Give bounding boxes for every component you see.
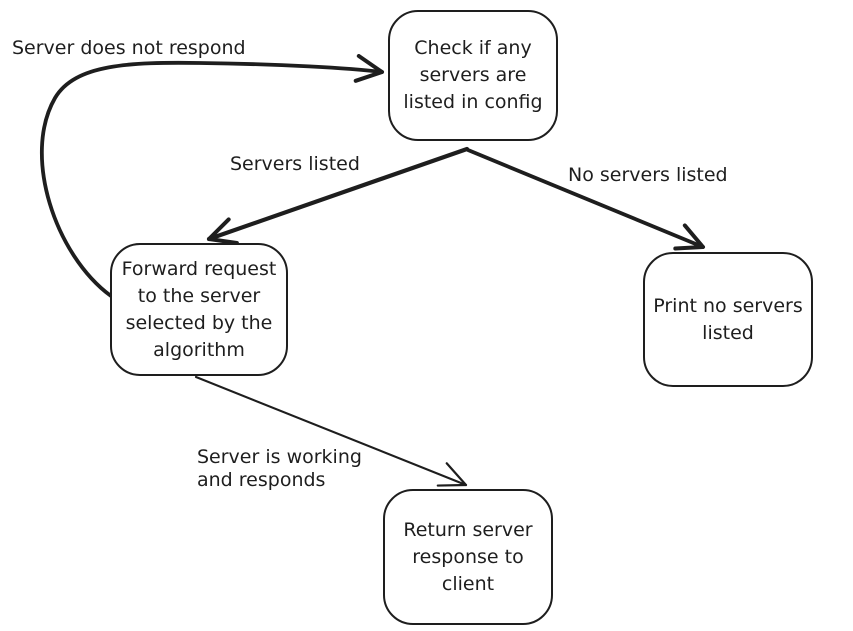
- edge-no-servers-listed: [466, 148, 705, 251]
- edge-label-server-does-not-respond: Server does not respond: [12, 37, 246, 59]
- edge-label-server-is-working: Server is working and responds: [197, 446, 362, 491]
- node-print-no-servers: Print no servers listed: [643, 252, 813, 387]
- node-return-response: Return server response to client: [383, 489, 553, 625]
- edge-label-no-servers-listed: No servers listed: [568, 164, 728, 186]
- node-print-no-servers-label: Print no servers listed: [653, 294, 803, 344]
- edge-servers-listed: [206, 146, 470, 246]
- node-check-config: Check if any servers are listed in confi…: [388, 10, 558, 141]
- node-forward-request-label: Forward request to the server selected b…: [121, 257, 277, 361]
- node-forward-request: Forward request to the server selected b…: [110, 243, 288, 376]
- edge-server-does-not-respond: [40, 54, 384, 298]
- edge-server-is-working: [194, 375, 468, 487]
- node-check-config-label: Check if any servers are listed in confi…: [403, 37, 543, 113]
- edge-label-servers-listed: Servers listed: [230, 153, 360, 175]
- node-return-response-label: Return server response to client: [403, 518, 533, 595]
